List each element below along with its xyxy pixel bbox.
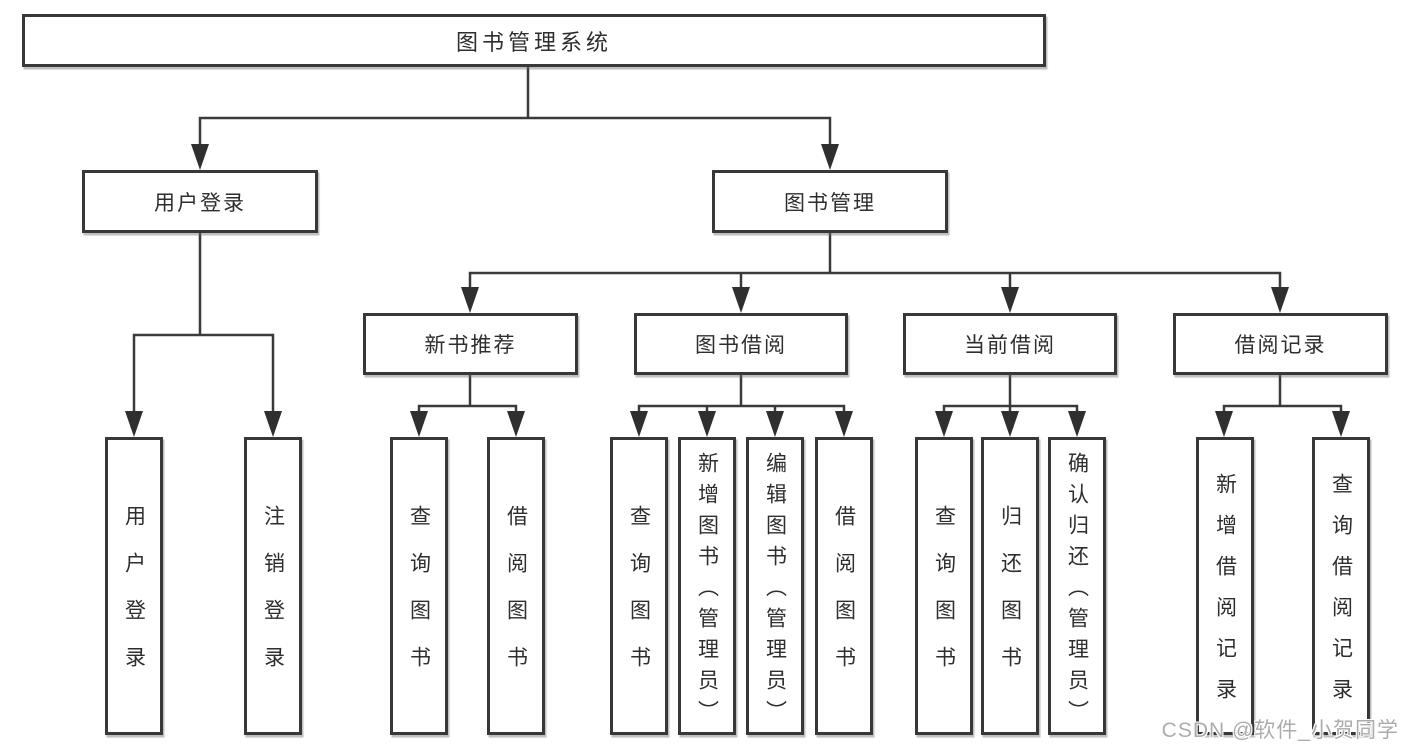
connector-root-to-level2 [191, 67, 839, 170]
connector-user-login-branch [125, 233, 282, 437]
node-library-system: 图书管理系统 [22, 14, 1046, 67]
csdn-watermark: CSDN @软件_小贺同学 [1161, 719, 1399, 742]
leaf-query-books-1-label: 查询图书 [407, 505, 431, 693]
node-book-management: 图书管理 [712, 170, 948, 233]
leaf-edit-books-admin: 编辑图书（管理员） [746, 437, 804, 735]
node-current-borrow-label: 当前借阅 [964, 334, 1056, 357]
leaf-return-books: 归还图书 [981, 437, 1039, 735]
leaf-borrow-books-2: 借阅图书 [815, 437, 873, 735]
leaf-borrow-books-1: 借阅图书 [487, 437, 545, 735]
leaf-add-borrow-record: 新增借阅记录 [1196, 437, 1254, 735]
leaf-query-books-2-label: 查询图书 [627, 505, 651, 693]
node-current-borrow: 当前借阅 [903, 313, 1117, 375]
connector-borrow-records-branch [1215, 375, 1350, 437]
leaf-query-books-2: 查询图书 [610, 437, 668, 735]
leaf-borrow-books-1-label: 借阅图书 [504, 505, 528, 693]
node-book-borrow: 图书借阅 [634, 313, 848, 375]
leaf-logout-label: 注销登录 [261, 505, 285, 693]
connector-book-mgmt-branch [461, 233, 1289, 313]
leaf-user-login: 用户登录 [105, 437, 163, 735]
leaf-return-books-label: 归还图书 [998, 505, 1022, 693]
node-new-book-recommend: 新书推荐 [363, 313, 578, 375]
node-borrow-records-label: 借阅记录 [1234, 334, 1327, 357]
node-library-system-label: 图书管理系统 [455, 29, 612, 55]
leaf-borrow-books-2-label: 借阅图书 [832, 505, 856, 693]
connector-current-borrow-branch [935, 375, 1086, 437]
leaf-confirm-return-admin-label: 确认归还（管理员） [1065, 451, 1089, 731]
node-user-login: 用户登录 [82, 170, 318, 233]
leaf-query-books-3-label: 查询图书 [932, 505, 956, 693]
leaf-add-books-admin-label: 新增图书（管理员） [695, 451, 719, 731]
leaf-query-books-3: 查询图书 [915, 437, 973, 735]
connector-book-borrow-branch [630, 375, 853, 437]
leaf-add-books-admin: 新增图书（管理员） [678, 437, 736, 735]
node-new-book-recommend-label: 新书推荐 [424, 334, 517, 357]
node-book-borrow-label: 图书借阅 [695, 334, 787, 357]
leaf-logout: 注销登录 [244, 437, 302, 735]
leaf-edit-books-admin-label: 编辑图书（管理员） [763, 451, 787, 731]
node-user-login-label: 用户登录 [154, 191, 246, 215]
connector-new-books-branch [410, 375, 525, 437]
leaf-query-borrow-record-label: 查询借阅记录 [1329, 473, 1353, 719]
leaf-query-books-1: 查询图书 [390, 437, 448, 735]
leaf-user-login-label: 用户登录 [122, 505, 146, 693]
leaf-confirm-return-admin: 确认归还（管理员） [1048, 437, 1106, 735]
node-borrow-records: 借阅记录 [1173, 313, 1388, 375]
leaf-add-borrow-record-label: 新增借阅记录 [1213, 473, 1237, 719]
node-book-management-label: 图书管理 [784, 191, 876, 215]
leaf-query-borrow-record: 查询借阅记录 [1312, 437, 1370, 735]
